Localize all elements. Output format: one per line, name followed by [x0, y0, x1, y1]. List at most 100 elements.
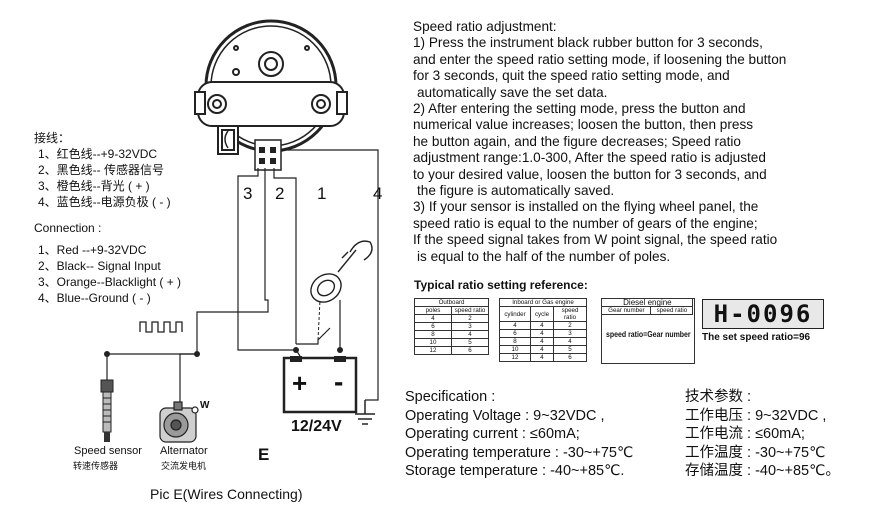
wiring-legend-cn-title: 接线： [34, 131, 71, 145]
table-cell: 6 [414, 322, 452, 331]
pulse-signal-icon [139, 321, 183, 333]
list-item: 2、黑色线-- 传感器信号 [38, 163, 165, 177]
speed-ratio-title: Speed ratio adjustment: [413, 19, 557, 34]
list-item: 3、橙色线--背光 ( + ) [38, 179, 150, 193]
gauge-body [194, 19, 348, 155]
list-item: 存储温度 : -40~+85℃。 [685, 463, 840, 479]
instruction-line: to your desired value, loosen the button… [413, 166, 767, 182]
list-item: 1、Red --+9-32VDC [38, 243, 147, 257]
wire-number-2: 2 [275, 184, 285, 203]
speed-sensor-icon [100, 379, 114, 442]
battery-minus-label: - [334, 366, 344, 397]
list-item: Operating current : ≤60mA; [405, 426, 580, 442]
inboard-table: Inboard or Gas engine cylinder cycle spe… [499, 298, 587, 362]
spec-title: Specification : [405, 389, 496, 405]
list-item: 4、蓝色线--电源负极 ( - ) [38, 195, 171, 209]
wires [106, 149, 379, 408]
table-cell: 4 [530, 345, 554, 354]
reference-title: Typical ratio setting reference: [414, 278, 588, 292]
instruction-line: for 3 seconds, quit the speed ratio sett… [413, 68, 730, 84]
speed-sensor-label: Speed sensor [74, 445, 142, 457]
table-cell: 4 [530, 337, 554, 346]
table-header: cycle [530, 306, 554, 322]
table-cell: 5 [451, 338, 489, 347]
table-cell: 2 [451, 314, 489, 323]
table-cell: 4 [553, 337, 587, 346]
table-header: speed ratio [553, 306, 587, 322]
specification-en: Specification : Operating Voltage : 9~32… [405, 388, 633, 481]
table-cell: 2 [553, 321, 587, 330]
ignition-switch-icon [310, 240, 373, 303]
lcd-caption: The set speed ratio=96 [702, 332, 811, 343]
instruction-line: the figure is automatically saved. [417, 183, 615, 199]
wire-number-4: 4 [373, 184, 383, 203]
ground-icon [355, 400, 375, 425]
table-cell: 4 [499, 321, 531, 330]
diesel-formula: speed ratio=Gear number [606, 329, 691, 339]
wire-connector [254, 139, 282, 171]
pic-letter: E [258, 445, 270, 464]
battery-voltage-label: 12/24V [291, 418, 342, 435]
instruction-line: 1) Press the instrument black rubber but… [413, 35, 763, 51]
alternator-icon [159, 401, 199, 443]
speed-ratio-instructions: Speed ratio adjustment: 1) Press the ins… [413, 19, 786, 265]
table-cell: 8 [499, 337, 531, 346]
table-cell: 4 [530, 329, 554, 338]
speed-sensor-label-cn: 转速传感器 [73, 461, 119, 471]
list-item: 工作电流 : ≤60mA; [685, 426, 805, 442]
instruction-line: adjustment range:1.0-300, After the spee… [413, 150, 766, 166]
alternator-label: Alternator [160, 445, 208, 457]
table-cell: 4 [451, 330, 489, 339]
instruction-line: speed ratio is equal to the number of ge… [413, 215, 758, 231]
instruction-line: and enter the speed ratio setting mode, … [413, 51, 787, 67]
list-item: Operating Voltage : 9~32VDC , [405, 407, 605, 424]
list-item: 2、Black-- Signal Input [38, 259, 161, 273]
alternator-label-cn: 交流发电机 [161, 461, 207, 471]
table-cell: 4 [530, 353, 554, 362]
instruction-line: 3) If your sensor is installed on the fl… [413, 199, 759, 215]
instruction-line: 2) After entering the setting mode, pres… [413, 101, 746, 117]
table-header: cylinder [499, 306, 531, 322]
list-item: 4、Blue--Ground ( - ) [38, 291, 151, 305]
instruction-line: numerical value increases; loosen the bu… [413, 117, 754, 133]
instruction-line: automatically save the set data. [417, 84, 608, 100]
outboard-title: Outboard [414, 298, 489, 307]
diesel-title: Diesel engine [601, 298, 694, 308]
table-cell: 3 [553, 329, 587, 338]
diesel-table: Diesel engine Gear number speed ratio sp… [601, 298, 695, 364]
list-item: Operating temperature : -30~+75℃ [405, 444, 634, 461]
instruction-line: he button again, and the figure decrease… [413, 133, 741, 149]
rubber-button-icon [224, 130, 229, 149]
list-item: 工作电压 : 9~32VDC , [685, 407, 827, 424]
wiring-legend-cn: 接线： 1、红色线--+9-32VDC 2、黑色线-- 传感器信号 3、橙色线-… [34, 130, 171, 210]
table-header: Gear number [601, 306, 652, 316]
instruction-line: If the speed signal takes from W point s… [413, 232, 778, 248]
table-cell: 4 [414, 314, 452, 323]
list-item: Storage temperature : -40~+85℃. [405, 463, 625, 479]
list-item: 3、Orange--Blacklight ( + ) [38, 275, 182, 289]
table-cell: 5 [553, 345, 587, 354]
instruction-line: is equal to the half of the number of po… [417, 248, 671, 264]
table-cell: 10 [499, 345, 531, 354]
table-cell: 3 [451, 322, 489, 331]
table-cell: 4 [530, 321, 554, 330]
table-cell: 6 [451, 346, 489, 355]
lcd-display: H-0096 [702, 299, 824, 329]
table-header: poles [414, 306, 452, 315]
inboard-title: Inboard or Gas engine [499, 298, 587, 307]
figure-caption: Pic E(Wires Connecting) [150, 486, 303, 502]
list-item: 工作温度 : -30~+75℃ [685, 444, 826, 461]
table-cell: 12 [499, 353, 531, 362]
